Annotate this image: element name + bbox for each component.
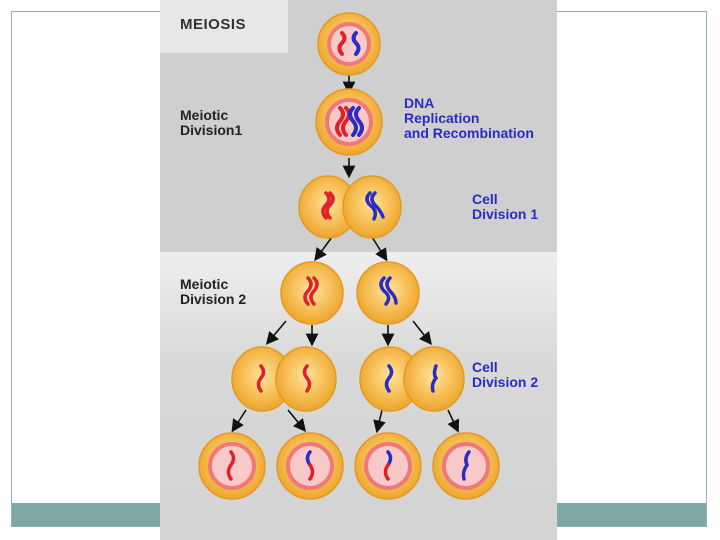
gamete-1 — [198, 432, 266, 500]
replicated-nucleus — [325, 98, 373, 146]
label-cell-division-1: Cell Division 1 — [472, 191, 539, 222]
label-meiotic-division-2: Meiotic Division 2 — [180, 276, 247, 307]
label-dna-replication: DNA Replication and Recombination — [404, 95, 534, 141]
meiosis-diagram — [198, 12, 500, 500]
gamete-4 — [432, 432, 500, 500]
arrow-md2-right-down2 — [412, 320, 432, 346]
arrow-cd1-right — [371, 236, 388, 262]
chromosome-blue-pair — [365, 191, 385, 221]
dividing-cell-2-right — [359, 346, 465, 412]
daughter-cell-right — [356, 261, 420, 325]
arrow-md2-left-down — [265, 320, 287, 345]
arrow-cd1-left — [314, 236, 333, 262]
chromosome-red-pair — [303, 276, 319, 306]
chromosome-red-1 — [256, 364, 266, 393]
chromosome-blue-pair — [379, 276, 398, 306]
chromosome-blue-a — [348, 106, 358, 137]
daughter-cell-left — [280, 261, 344, 325]
gamete-3 — [354, 432, 422, 500]
replicated-cell — [315, 88, 383, 156]
meiosis-figure: MEIOSIS — [160, 0, 557, 540]
chromosome-red — [337, 31, 347, 56]
chromosome-blue — [351, 31, 361, 56]
chromosome-red-a — [335, 106, 345, 137]
chromosome-blue-b — [354, 106, 364, 137]
arrow-cd2-1 — [231, 409, 247, 433]
parent-nucleus — [327, 22, 371, 66]
chromosome-red — [226, 450, 236, 481]
gamete-2 — [276, 432, 344, 500]
dividing-cell-1 — [298, 175, 402, 239]
chromosome-blue-2 — [430, 364, 439, 393]
label-cell-division-2: Cell Division 2 — [472, 359, 539, 390]
arrow-cd2-3 — [373, 409, 386, 434]
label-meiotic-division-1: Meiotic Division1 — [180, 107, 243, 138]
title-box: MEIOSIS — [160, 0, 288, 53]
chromosome-red-2 — [302, 364, 312, 393]
chromosome-blue-1 — [384, 364, 394, 393]
arrows — [231, 74, 460, 434]
chromosome-red-pair — [321, 191, 335, 220]
arrow-cd2-2 — [287, 409, 307, 432]
chromosome-blue — [461, 450, 471, 481]
figure-title: MEIOSIS — [180, 16, 247, 33]
parent-cell — [317, 12, 381, 76]
arrow-cd2-4 — [447, 409, 460, 433]
dividing-cell-2-left — [231, 346, 337, 412]
